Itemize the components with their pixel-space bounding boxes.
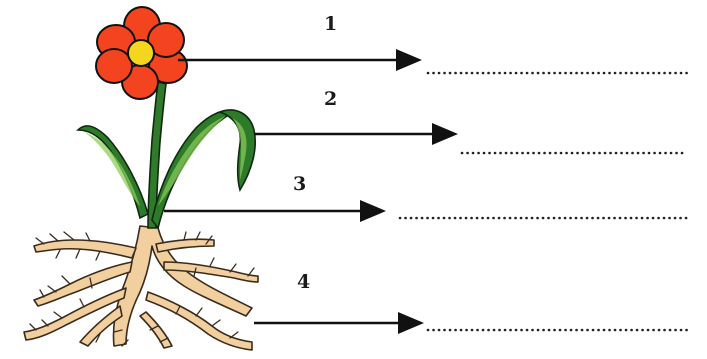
leaves [76, 109, 257, 230]
answer-lines [398, 71, 692, 332]
label-number-2: 2 [324, 88, 337, 110]
arrow-3 [164, 200, 386, 222]
petal-left [95, 48, 133, 84]
label-number-4: 4 [297, 271, 310, 293]
leaf-left [76, 125, 149, 220]
label-number-3: 3 [293, 173, 306, 195]
arrow-4 [254, 312, 424, 334]
arrows [164, 49, 458, 334]
label-number-1: 1 [324, 13, 337, 35]
arrow-2 [254, 123, 458, 145]
flower [95, 6, 188, 100]
roots [23, 225, 259, 351]
stem [147, 81, 167, 229]
petal-top-right [147, 22, 185, 58]
flower-center [127, 39, 155, 67]
arrow-1 [178, 49, 422, 71]
